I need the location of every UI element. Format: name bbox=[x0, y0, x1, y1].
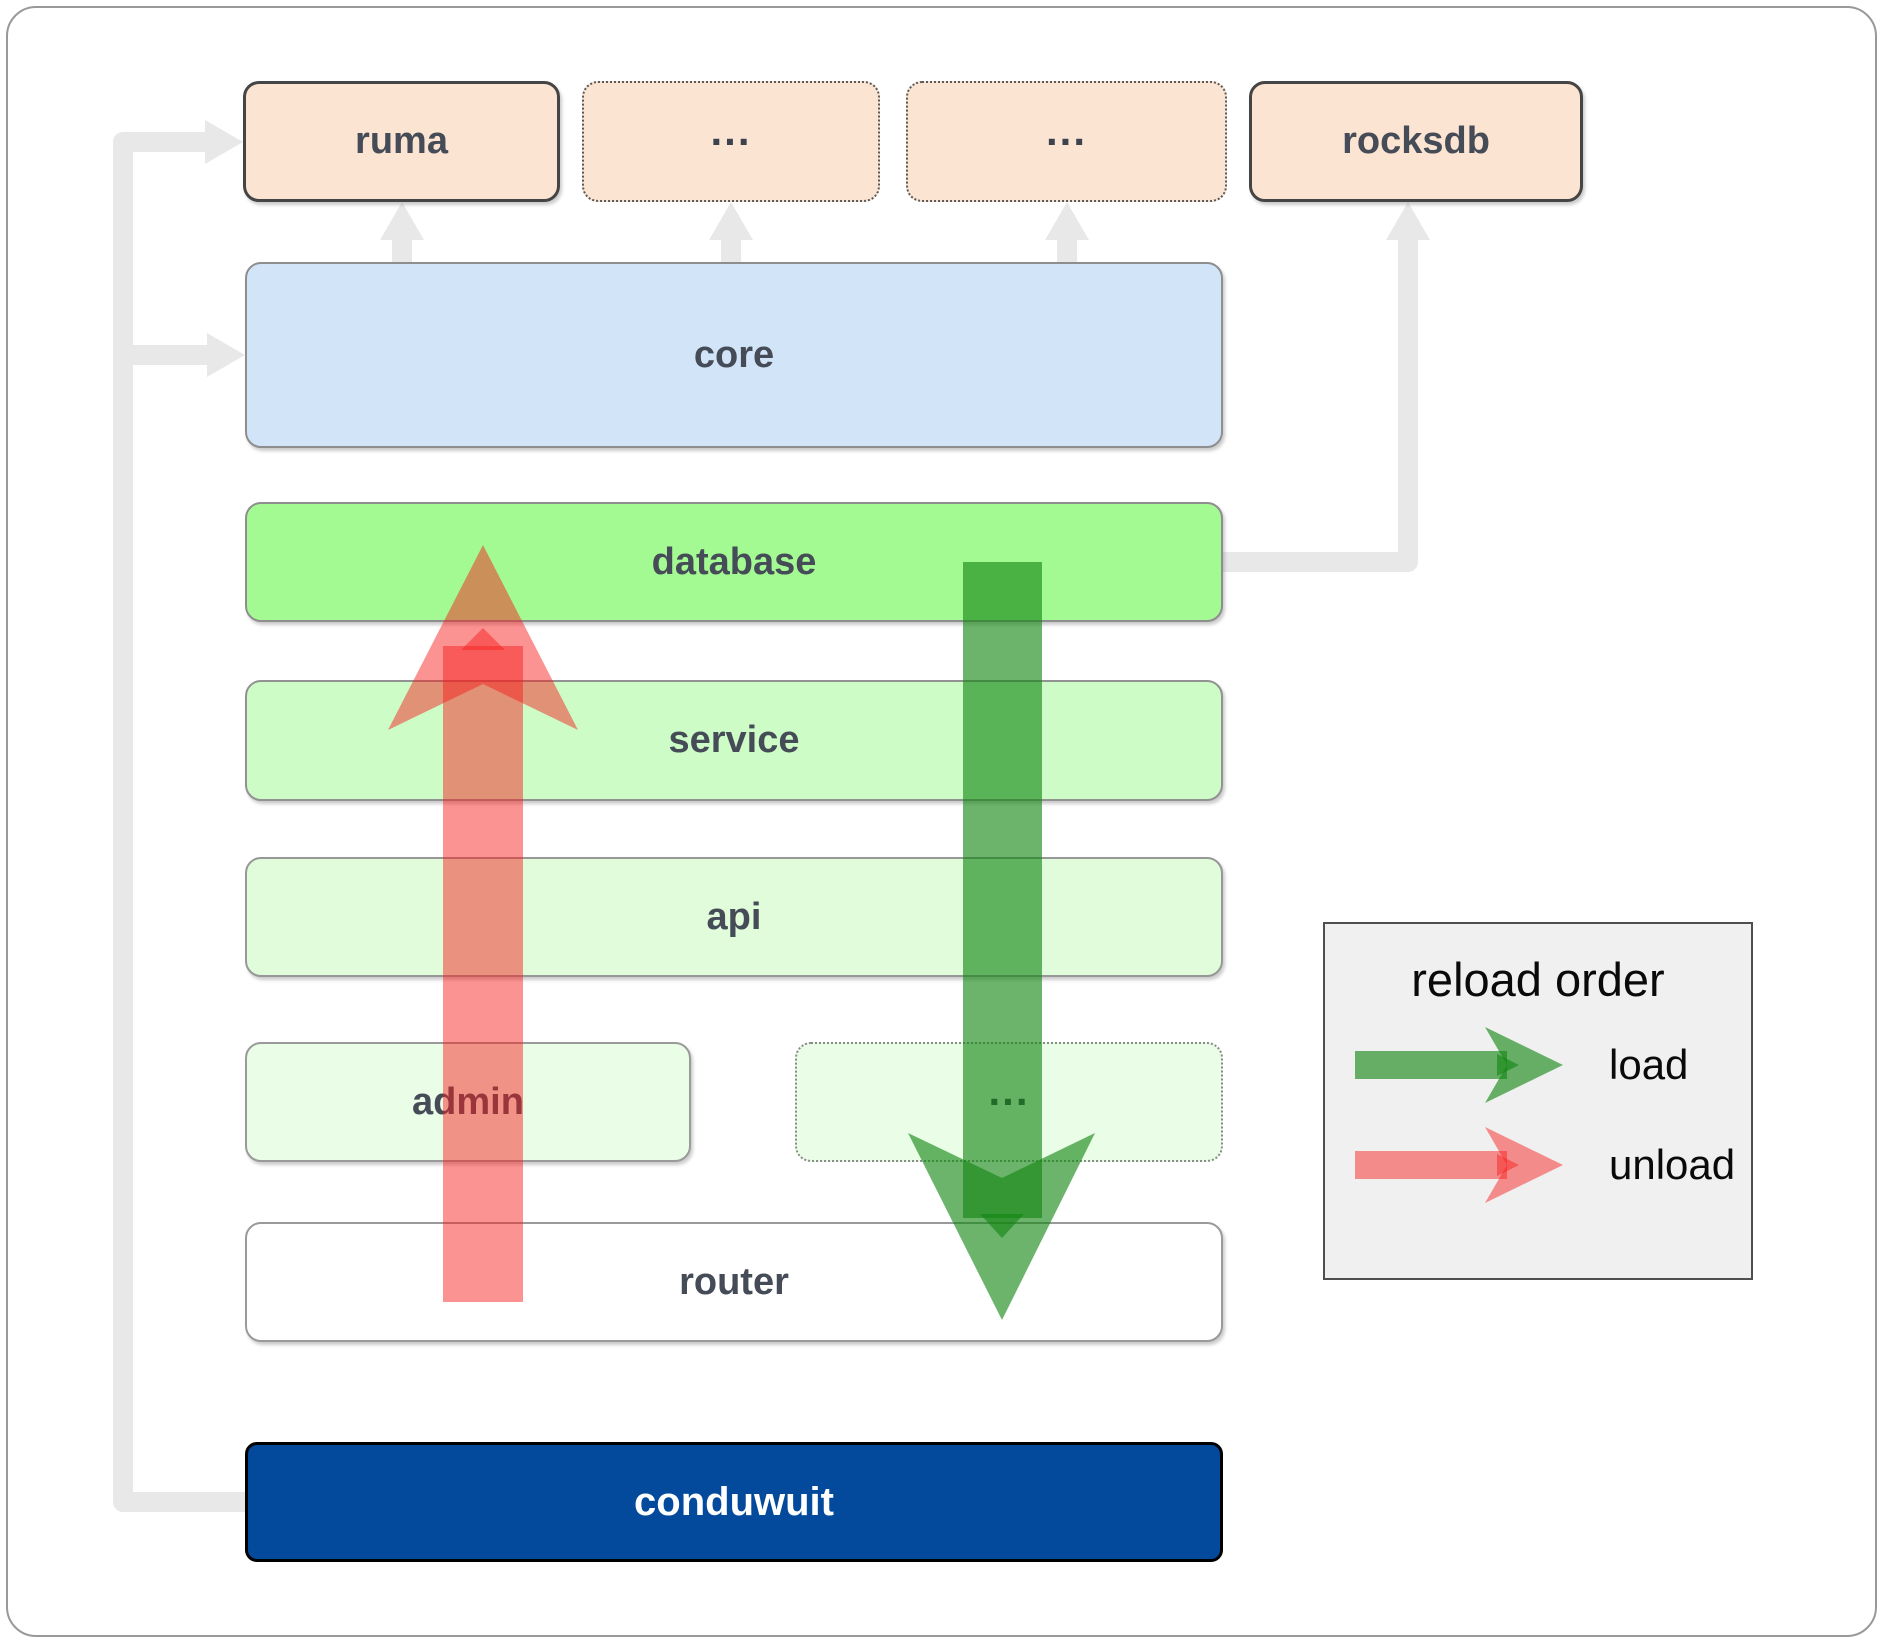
load-arrow-icon bbox=[1355, 1027, 1563, 1103]
node-admin-label: admin bbox=[412, 1080, 524, 1123]
node-admin-row-ellipsis-label: ... bbox=[988, 1067, 1030, 1114]
node-ruma: ruma bbox=[243, 81, 560, 202]
node-router-label: router bbox=[679, 1260, 789, 1303]
node-rocksdb: rocksdb bbox=[1249, 81, 1583, 202]
node-router: router bbox=[245, 1222, 1223, 1342]
node-admin-row-ellipsis: ... bbox=[795, 1042, 1223, 1162]
outer-frame bbox=[6, 6, 1877, 1637]
node-top-ellipsis-2-label: ... bbox=[1045, 106, 1087, 154]
node-conduwuit: conduwuit bbox=[245, 1442, 1223, 1562]
legend-row-unload: unload bbox=[1355, 1125, 1735, 1205]
node-ruma-label: ruma bbox=[355, 120, 448, 162]
node-service: service bbox=[245, 680, 1223, 801]
node-admin: admin bbox=[245, 1042, 691, 1162]
unload-arrow-icon bbox=[1355, 1127, 1563, 1203]
node-top-ellipsis-2: ... bbox=[906, 81, 1227, 202]
node-conduwuit-label: conduwuit bbox=[634, 1479, 834, 1524]
node-database: database bbox=[245, 502, 1223, 622]
node-core-label: core bbox=[693, 333, 775, 376]
node-top-ellipsis-1: ... bbox=[582, 81, 880, 202]
legend: reload order load unload bbox=[1323, 922, 1753, 1280]
node-rocksdb-label: rocksdb bbox=[1342, 120, 1490, 162]
node-top-ellipsis-1-label: ... bbox=[710, 106, 752, 154]
legend-unload-label: unload bbox=[1609, 1141, 1736, 1188]
node-api-label: api bbox=[706, 895, 762, 938]
node-api: api bbox=[245, 857, 1223, 977]
node-core: core bbox=[245, 262, 1223, 448]
node-database-label: database bbox=[651, 540, 817, 583]
node-service-label: service bbox=[668, 719, 800, 761]
legend-load-label: load bbox=[1609, 1041, 1689, 1088]
legend-title: reload order bbox=[1411, 953, 1665, 1006]
legend-row-load: load bbox=[1355, 1025, 1735, 1105]
